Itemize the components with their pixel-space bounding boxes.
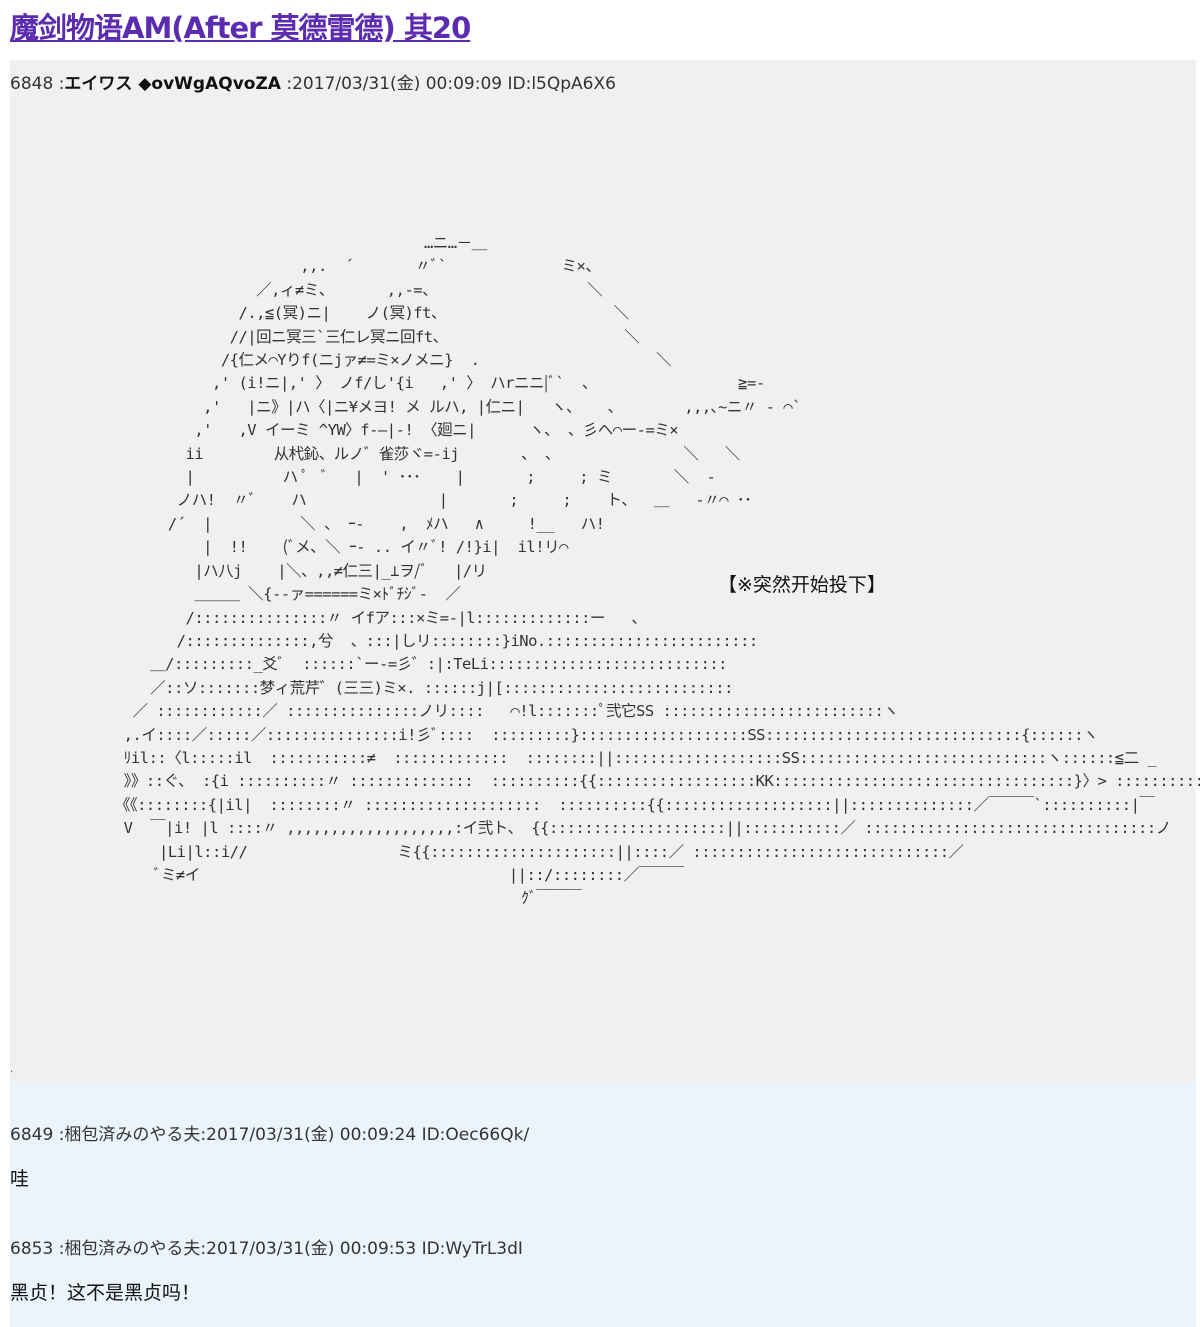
thread-title-bar: 魔剑物语AM(After 莫德雷德) 其20 [10, 8, 1196, 48]
post-6848: 6848 :エイワス ◆ovWgAQvoZA :2017/03/31(金) 00… [10, 60, 1200, 1082]
post-datetime: 2017/03/31(金) 00:09:53 [206, 1239, 417, 1259]
date-separator: : [200, 1125, 207, 1145]
post-number[interactable]: 6853 [10, 1239, 54, 1259]
ascii-art-caption: 【※突然开始投下】 [718, 574, 886, 596]
post-header-6853: 6853 :梱包済みのやる夫:2017/03/31(金) 00:09:53 ID… [10, 1238, 523, 1260]
post-header-6849: 6849 :梱包済みのやる夫:2017/03/31(金) 00:09:24 ID… [10, 1124, 529, 1146]
post-datetime: 2017/03/31(金) 00:09:24 [206, 1125, 417, 1145]
post-body-6853: 黑贞！这不是黑贞吗！ [10, 1282, 201, 1304]
post-number-separator: : [53, 74, 65, 94]
ascii-art: …ニ…－＿ ,,. ´ 〃ﾞ` ミ×、 ／,ィ≠ミ、 ,,-=、 ＼ /.,≦(… [114, 234, 1200, 908]
post-number-separator: : [53, 1239, 65, 1259]
post-id[interactable]: ID:l5QpA6X6 [507, 74, 616, 94]
date-separator: : [200, 1239, 207, 1259]
poster-name: 梱包済みのやる夫 [64, 1125, 201, 1145]
thread-title-link[interactable]: 魔剑物语AM(After 莫德雷德) 其20 [10, 11, 471, 45]
post-end-marker: . [10, 1064, 14, 1075]
poster-name: エイワス ◆ovWgAQvoZA [64, 74, 281, 94]
post-number[interactable]: 6849 [10, 1125, 54, 1145]
post-datetime: 2017/03/31(金) 00:09:09 [292, 74, 503, 94]
post-number[interactable]: 6848 [10, 74, 54, 94]
post-number-separator: : [53, 1125, 65, 1145]
reply-posts-area: 6849 :梱包済みのやる夫:2017/03/31(金) 00:09:24 ID… [10, 1082, 1196, 1327]
post-id[interactable]: ID:Oec66Qk/ [421, 1125, 530, 1145]
post-header: 6848 :エイワス ◆ovWgAQvoZA :2017/03/31(金) 00… [10, 73, 616, 95]
post-id[interactable]: ID:WyTrL3dI [421, 1239, 523, 1259]
poster-name: 梱包済みのやる夫 [64, 1239, 201, 1259]
post-body-6849: 哇 [10, 1168, 30, 1190]
date-separator: : [280, 74, 293, 94]
